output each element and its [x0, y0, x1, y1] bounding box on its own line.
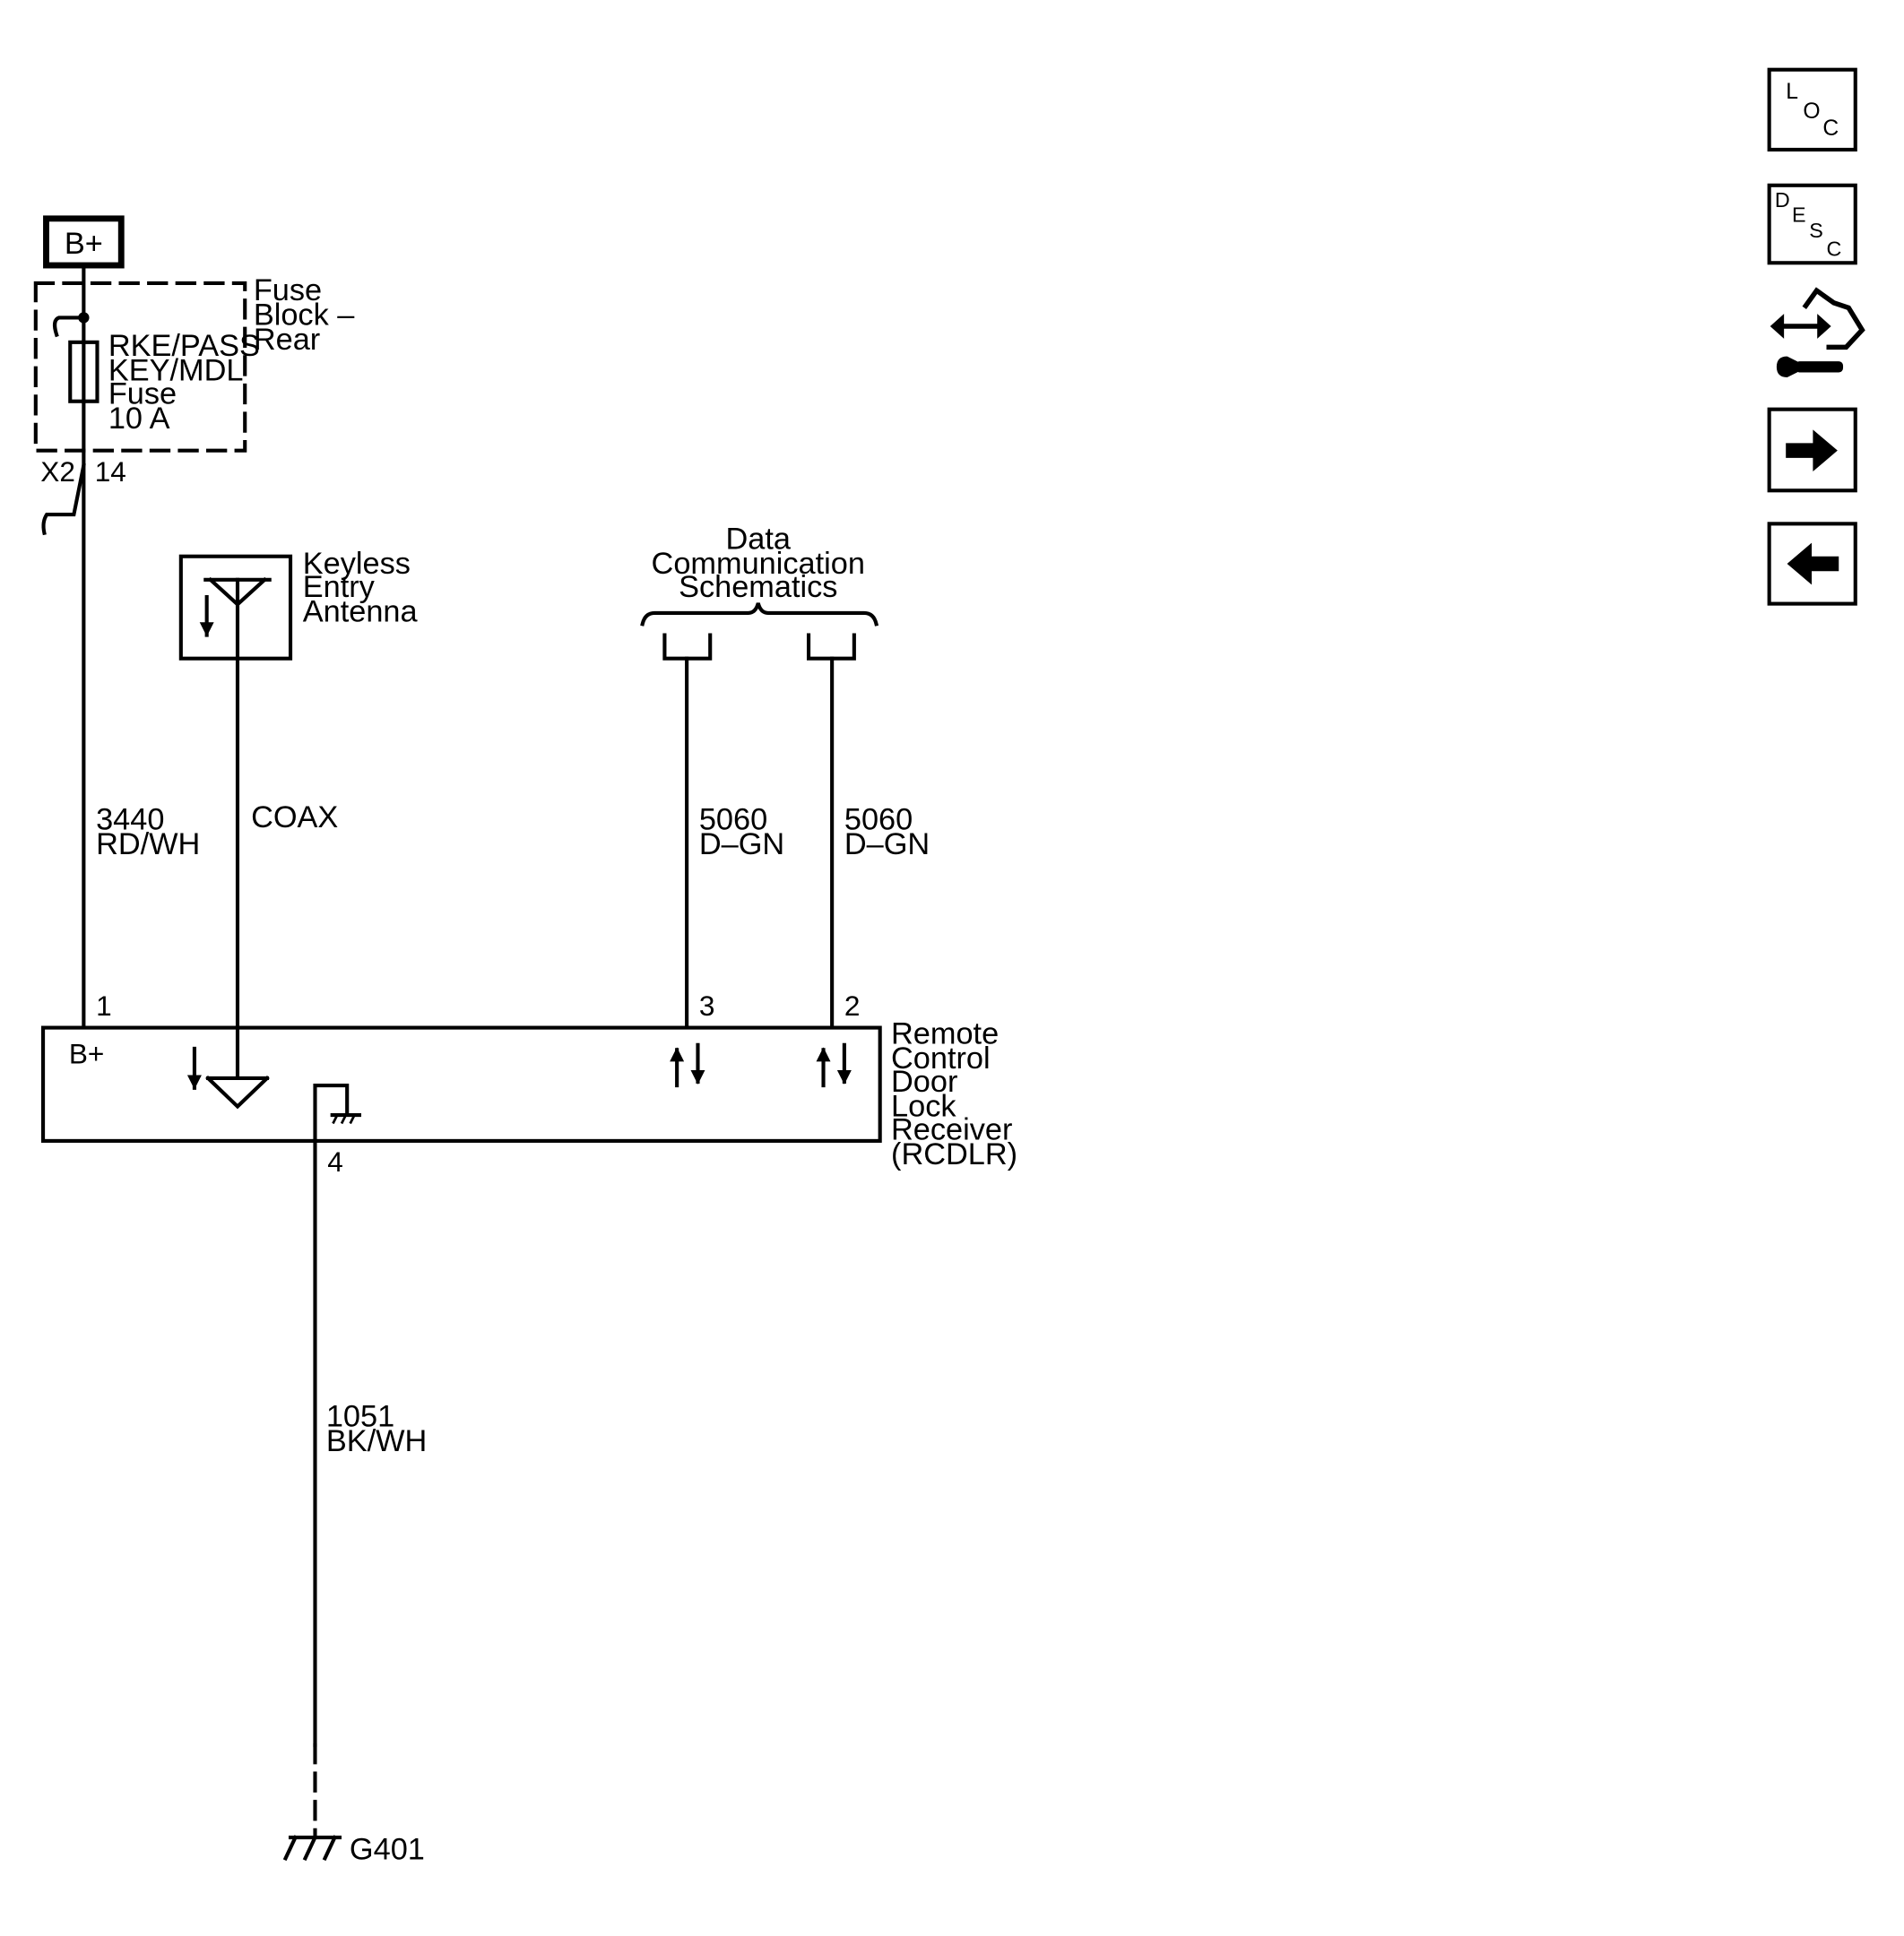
data-bidirectional-arrows-left	[670, 1042, 705, 1088]
module-pin-3: 3	[699, 990, 715, 1022]
data-communication-brace	[640, 602, 879, 627]
loc-icon: L O C	[1786, 80, 1839, 141]
module-pin-2: 2	[844, 990, 861, 1022]
module-pin-1: 1	[96, 990, 112, 1022]
fuse-label: RKE/PASS KEY/MDL Fuse 10 A	[108, 329, 260, 436]
module-internal-bplus: B+	[69, 1037, 104, 1069]
desc-letter: E	[1792, 203, 1806, 226]
module-label-line: Door	[891, 1065, 957, 1099]
module-label-line: Receiver	[891, 1113, 1012, 1147]
arrow-left-icon	[1787, 542, 1839, 585]
desc-letter: D	[1775, 188, 1790, 212]
data-comm-label-line: Data	[726, 523, 792, 557]
arrow-right-icon	[1786, 429, 1838, 472]
fuse-label-line: Fuse	[108, 376, 177, 411]
antenna-label: Keyless Entry Antenna	[303, 547, 419, 629]
desc-button[interactable]: D E S C	[1767, 183, 1857, 265]
loc-letter: L	[1786, 80, 1798, 104]
antenna-label-line: Keyless	[303, 547, 411, 581]
connector-pin-14: 14	[95, 455, 126, 488]
fuse-block-outline	[33, 281, 247, 453]
fuse-label-line: 10 A	[108, 402, 170, 436]
prev-button[interactable]	[1767, 522, 1857, 606]
data-comm-label-line: Schematics	[679, 570, 837, 604]
connector-wrench-icon	[1770, 287, 1865, 377]
data-wire-left-circuit: 5060	[699, 803, 767, 837]
module-label-line: Remote	[891, 1016, 999, 1050]
data-comm-label: Data Communication Schematics	[652, 523, 865, 605]
data-comm-label-line: Communication	[652, 547, 865, 581]
connector-x2-label: X2	[40, 455, 75, 488]
ground-wire-color: BK/WH	[326, 1424, 427, 1458]
data-bidirectional-arrows-right	[816, 1042, 852, 1088]
desc-icon: D E S C	[1775, 188, 1842, 261]
ground-g401-symbol	[282, 1835, 342, 1862]
desc-letter: C	[1827, 238, 1842, 261]
antenna-label-line: Entry	[303, 570, 376, 604]
data-wire-right-circuit: 5060	[844, 803, 913, 837]
module-label: Remote Control Door Lock Receiver (RCDLR…	[891, 1016, 1017, 1171]
fuse-label-line: KEY/MDL	[108, 353, 244, 387]
coax-wire-label: COAX	[251, 800, 338, 834]
internal-ground-symbol	[313, 1084, 350, 1142]
antenna-label-line: Antenna	[303, 595, 419, 629]
module-label-line: Control	[891, 1041, 991, 1076]
module-label-line: Lock	[891, 1089, 956, 1123]
module-label-line: (RCDLR)	[891, 1137, 1017, 1171]
module-pin-4: 4	[327, 1145, 343, 1178]
connector-x2-symbol	[41, 462, 86, 536]
loc-button[interactable]: L O C	[1767, 67, 1857, 152]
power-source-label: B+	[65, 227, 103, 261]
connector-wrench-button[interactable]	[1762, 286, 1868, 387]
data-wire-right-color: D–GN	[844, 827, 930, 861]
fuse-block-label-line: Block –	[254, 298, 355, 333]
rcdlr-module-box	[40, 1025, 882, 1143]
loc-letter: O	[1803, 99, 1820, 124]
ground-wire-circuit: 1051	[326, 1399, 394, 1433]
loc-letter: C	[1822, 117, 1839, 141]
next-button[interactable]	[1767, 407, 1857, 493]
fuse-block-label: Fuse Block – Rear	[254, 273, 355, 357]
fuse-block-label-line: Fuse	[254, 273, 322, 307]
power-wire-circuit: 3440	[96, 803, 164, 837]
power-wire-color: RD/WH	[96, 827, 200, 861]
desc-letter: S	[1809, 219, 1823, 242]
ground-g401-label: G401	[350, 1833, 425, 1867]
fuse-block-label-line: Rear	[254, 323, 320, 357]
fuse-label-line: RKE/PASS	[108, 329, 260, 363]
data-wire-left-color: D–GN	[699, 827, 784, 861]
